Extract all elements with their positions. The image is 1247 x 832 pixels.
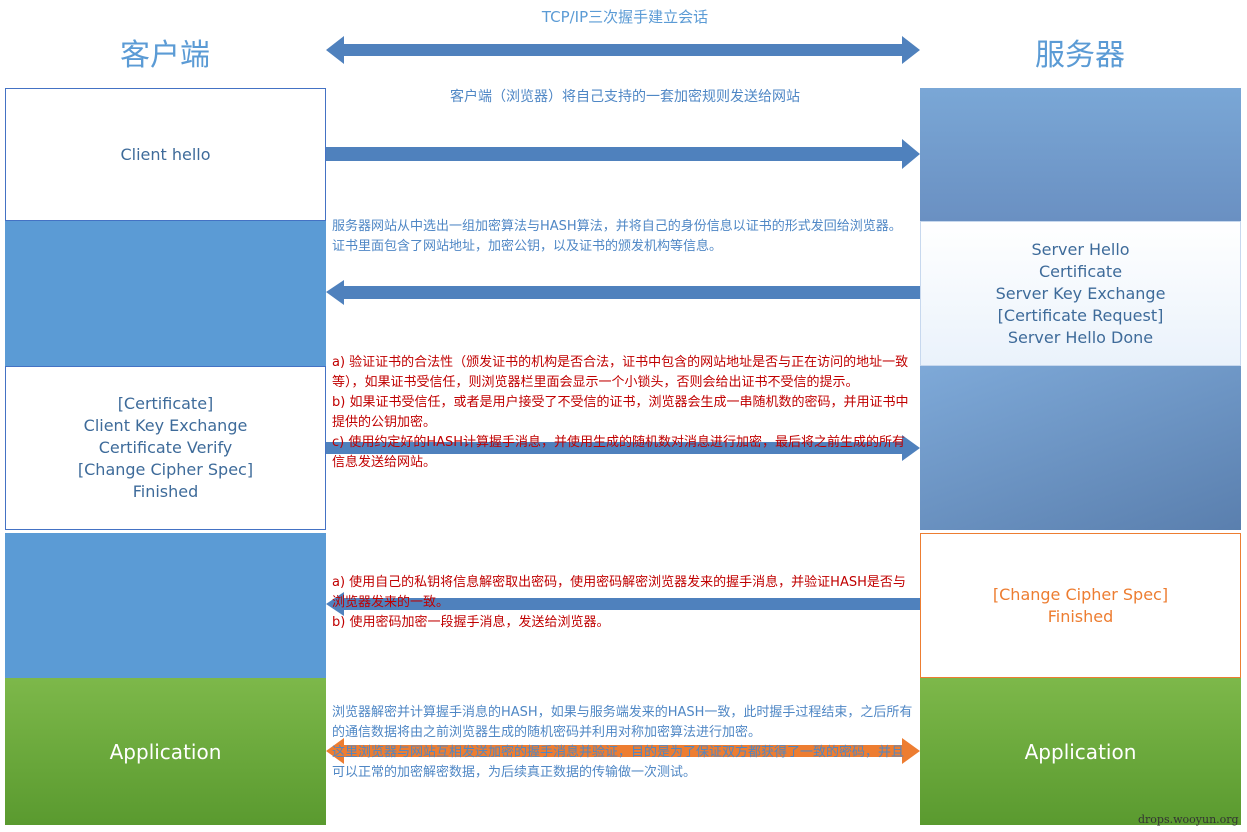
client-hello-caption: 客户端（浏览器）将自己支持的一套加密规则发送给网站: [450, 89, 800, 105]
application-notes: 浏览器解密并计算握手消息的HASH，如果与服务端发来的HASH一致，此时握手过程…: [332, 703, 914, 783]
note-hash-handshake: c) 使用约定好的HASH计算握手消息，并使用生成的随机数对消息进行加密，最后将…: [332, 435, 906, 470]
note-decrypt-password: a) 使用自己的私钥将信息解密取出密码，使用密码解密浏览器发来的握手消息，并验证…: [332, 575, 906, 610]
note-handshake-complete: 浏览器解密并计算握手消息的HASH，如果与服务端发来的HASH一致，此时握手过程…: [332, 705, 913, 740]
application-double-arrow: [326, 738, 920, 764]
tcp-double-arrow: [326, 36, 920, 64]
client-title: 客户端: [120, 38, 210, 73]
server-hello-description: 服务器网站从中选出一组加密算法与HASH算法，并将自己的身份信息以证书的形式发回…: [332, 219, 902, 254]
server-finished-arrow: [326, 592, 920, 616]
server-waiting-block-1: [920, 88, 1241, 221]
client-hello-arrow: [326, 139, 920, 169]
client-application-box: Application: [5, 678, 326, 825]
server-application-box: Application: [920, 678, 1241, 825]
client-hello-box: Client hello: [5, 88, 326, 221]
server-finished-box: [Change Cipher Spec] Finished: [920, 533, 1241, 678]
note-encrypt-handshake: b) 使用密码加密一段握手消息，发送给浏览器。: [332, 615, 610, 630]
server-title: 服务器: [1035, 38, 1125, 73]
client-waiting-block-1: [5, 221, 326, 366]
watermark: drops.wooyun.org: [1138, 813, 1239, 826]
server-finished-notes: a) 使用自己的私钥将信息解密取出密码，使用密码解密浏览器发来的握手消息，并验证…: [332, 573, 914, 633]
server-hello-box: Server Hello Certificate Server Key Exch…: [920, 221, 1241, 366]
client-key-exchange-box: [Certificate] Client Key Exchange Certif…: [5, 366, 326, 530]
server-hello-arrow: [326, 280, 920, 305]
client-waiting-block-2: [5, 533, 326, 678]
client-key-exchange-arrow: [326, 435, 920, 461]
handshake-caption: TCP/IP三次握手建立会话: [541, 8, 709, 26]
server-waiting-block-2: [920, 366, 1241, 530]
note-verify-certificate: a) 验证证书的合法性（颁发证书的机构是否合法，证书中包含的网站地址是否与正在访…: [332, 355, 909, 390]
note-generate-random-password: b) 如果证书受信任，或者是用户接受了不受信的证书，浏览器会生成一串随机数的密码…: [332, 395, 909, 430]
note-handshake-purpose: 这里浏览器与网站互相发送加密的握手消息并验证，目的是为了保证双方都获得了一致的密…: [332, 745, 905, 780]
client-key-exchange-notes: a) 验证证书的合法性（颁发证书的机构是否合法，证书中包含的网站地址是否与正在访…: [332, 353, 914, 473]
